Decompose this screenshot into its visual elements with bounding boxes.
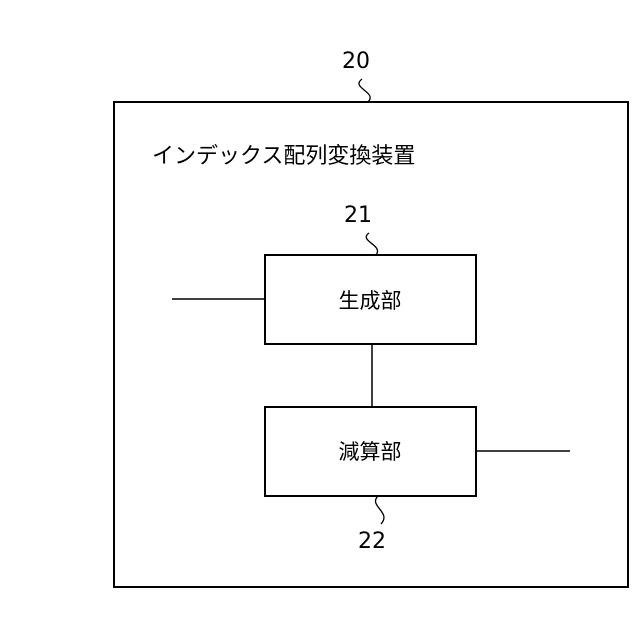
device-ref-leader: [359, 79, 370, 102]
generating-unit-ref-leader: [366, 233, 377, 255]
device-ref-number: 20: [342, 49, 370, 74]
device-title: インデックス配列変換装置: [152, 144, 415, 169]
subtraction-unit-ref-number: 22: [358, 529, 386, 554]
generating-unit-ref-number: 21: [344, 203, 372, 228]
generating-unit-label: 生成部: [339, 289, 402, 313]
subtraction-unit-ref-leader: [376, 496, 384, 524]
subtraction-unit-label: 減算部: [339, 440, 402, 464]
